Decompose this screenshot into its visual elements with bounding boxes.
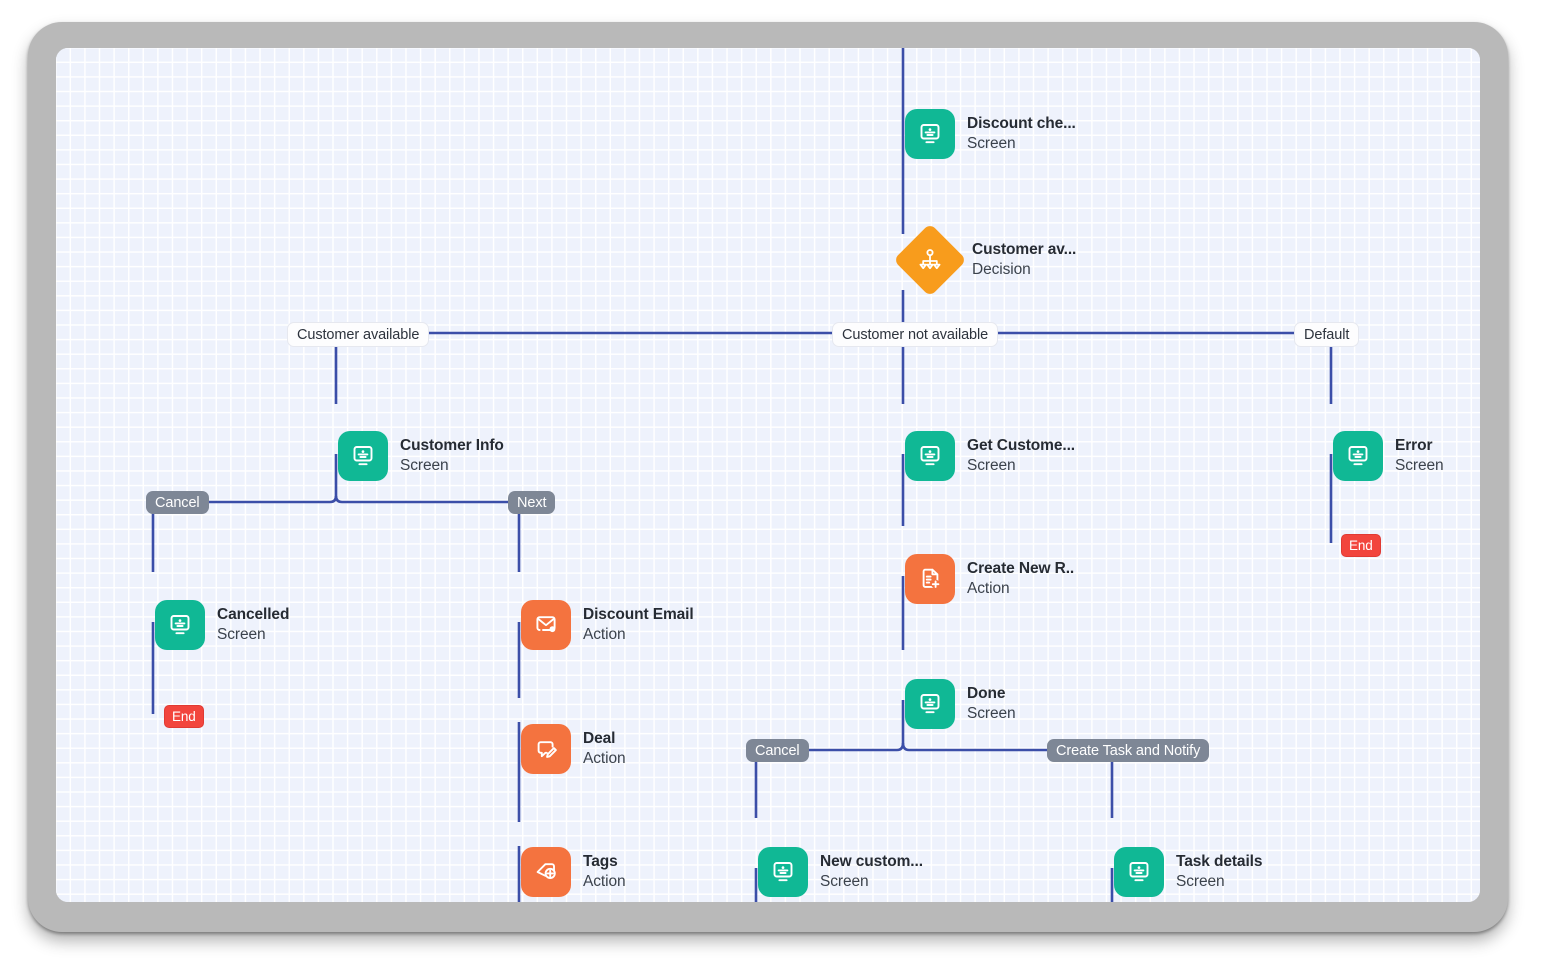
end-badge-cancelled[interactable]: End [164, 705, 204, 728]
node-type: Screen [217, 626, 266, 643]
node-tile-screen[interactable] [905, 431, 955, 481]
tag-plus-icon [532, 858, 560, 886]
screen-icon [1125, 858, 1153, 886]
node-title: Deal [583, 730, 616, 748]
node-label-group: New custom... Screen [820, 852, 923, 892]
node-title: Customer Info [400, 437, 504, 455]
node-tile-screen[interactable] [1114, 847, 1164, 897]
node-type: Screen [1395, 457, 1444, 474]
edge-label-customer-available[interactable]: Customer available [287, 322, 430, 347]
edge-layer [151, 48, 1333, 902]
screen-icon [916, 442, 944, 470]
end-badge-error[interactable]: End [1341, 534, 1381, 557]
device-frame: Discount che... Screen [28, 22, 1508, 932]
node-new-customer[interactable]: New custom... Screen [758, 847, 923, 897]
node-get-customer[interactable]: Get Custome... Screen [905, 431, 1075, 481]
node-title: Create New R.. [967, 560, 1075, 578]
edge-label-default[interactable]: Default [1294, 322, 1360, 347]
node-label-group: Cancelled Screen [217, 605, 289, 645]
node-title: Tags [583, 853, 618, 871]
node-label-group: Error Screen [1395, 436, 1444, 476]
node-label-group: Customer Info Screen [400, 436, 504, 476]
node-error[interactable]: Error Screen [1333, 431, 1444, 481]
node-tile-action[interactable] [521, 600, 571, 650]
node-type: Screen [967, 135, 1016, 152]
screen-icon [166, 611, 194, 639]
node-tags[interactable]: Tags Action [521, 847, 626, 897]
screen-icon [769, 858, 797, 886]
node-customer-available-decision[interactable]: Customer av... Decision [893, 223, 1076, 297]
node-discount-check[interactable]: Discount che... Screen [905, 109, 1076, 159]
node-done[interactable]: Done Screen [905, 679, 1016, 729]
node-tile-screen[interactable] [338, 431, 388, 481]
node-type: Screen [967, 457, 1016, 474]
node-tile-decision[interactable] [893, 223, 967, 297]
node-title: Discount Email [583, 606, 694, 624]
node-tile-action[interactable] [521, 724, 571, 774]
node-tile-action[interactable] [521, 847, 571, 897]
node-title: Error [1395, 437, 1433, 455]
node-tile-screen[interactable] [905, 679, 955, 729]
screen-icon [349, 442, 377, 470]
node-type: Screen [967, 705, 1016, 722]
edge-label-next[interactable]: Next [508, 491, 556, 514]
node-label-group: Discount Email Action [583, 605, 694, 645]
node-type: Screen [820, 873, 869, 890]
envelope-icon [532, 611, 560, 639]
node-discount-email[interactable]: Discount Email Action [521, 600, 694, 650]
node-type: Action [583, 873, 626, 890]
node-label-group: Task details Screen [1176, 852, 1262, 892]
node-label-group: Get Custome... Screen [967, 436, 1075, 476]
node-create-new-record[interactable]: Create New R.. Action [905, 554, 1074, 604]
node-title: Customer av... [972, 241, 1077, 259]
node-type: Action [967, 580, 1010, 597]
node-type: Screen [1176, 873, 1225, 890]
node-label-group: Tags Action [583, 852, 626, 892]
node-title: Cancelled [217, 606, 290, 624]
edge-label-create-task-and-notify[interactable]: Create Task and Notify [1047, 739, 1210, 762]
node-title: Done [967, 685, 1006, 703]
flow-canvas-viewport[interactable]: Discount che... Screen [56, 48, 1480, 902]
node-type: Screen [400, 457, 449, 474]
screen-icon [916, 120, 944, 148]
node-type: Decision [972, 261, 1031, 278]
edge-label-cancel-left[interactable]: Cancel [146, 491, 209, 514]
document-plus-icon [916, 565, 944, 593]
node-cancelled[interactable]: Cancelled Screen [155, 600, 289, 650]
node-label-group: Customer av... Decision [972, 240, 1076, 280]
deal-edit-icon [532, 735, 560, 763]
node-label-group: Create New R.. Action [967, 559, 1074, 599]
node-title: Discount che... [967, 115, 1076, 133]
node-title: New custom... [820, 853, 923, 871]
node-tile-screen[interactable] [905, 109, 955, 159]
edge-label-customer-not-available[interactable]: Customer not available [832, 322, 999, 347]
node-task-details[interactable]: Task details Screen [1114, 847, 1262, 897]
node-tile-screen[interactable] [155, 600, 205, 650]
grid-background [56, 48, 1480, 902]
node-label-group: Done Screen [967, 684, 1016, 724]
node-label-group: Deal Action [583, 729, 626, 769]
edge-label-cancel-mid[interactable]: Cancel [746, 739, 809, 762]
node-type: Action [583, 750, 626, 767]
node-label-group: Discount che... Screen [967, 114, 1076, 154]
node-deal[interactable]: Deal Action [521, 724, 626, 774]
node-customer-info[interactable]: Customer Info Screen [338, 431, 504, 481]
screen-icon [916, 690, 944, 718]
node-tile-screen[interactable] [758, 847, 808, 897]
branch-icon [917, 247, 943, 273]
node-tile-action[interactable] [905, 554, 955, 604]
node-title: Get Custome... [967, 437, 1075, 455]
node-type: Action [583, 626, 626, 643]
node-title: Task details [1176, 853, 1263, 871]
node-tile-screen[interactable] [1333, 431, 1383, 481]
screen-icon [1344, 442, 1372, 470]
